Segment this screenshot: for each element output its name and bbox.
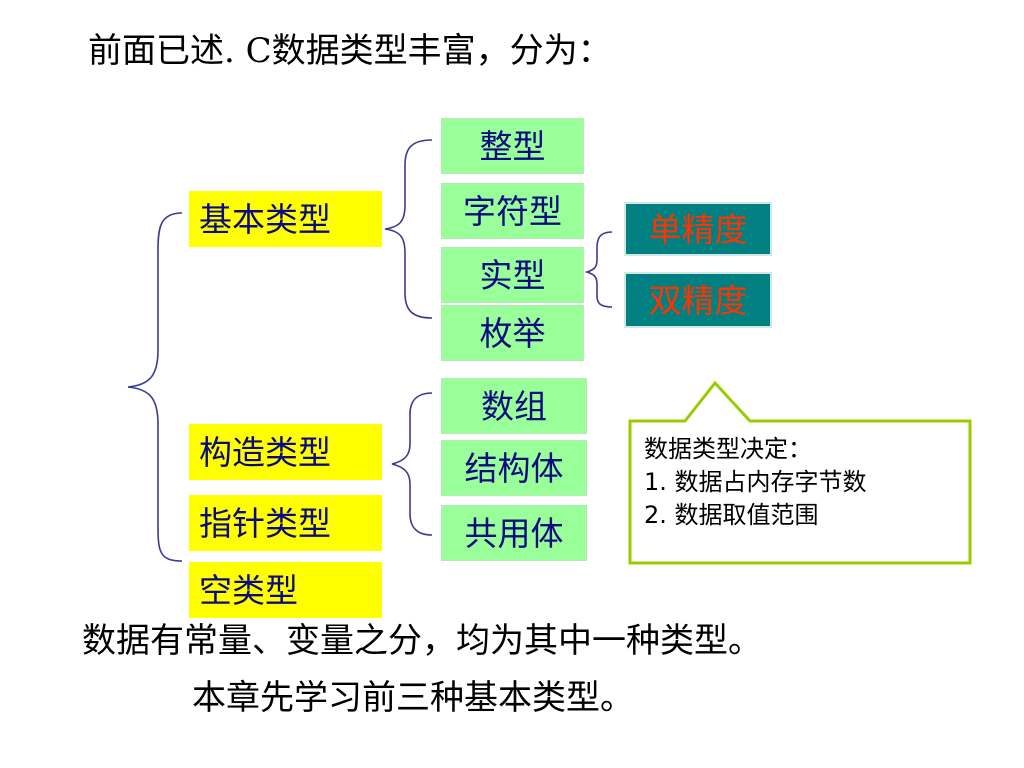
callout-heading: 数据类型决定： xyxy=(644,435,812,463)
brace-basic-types xyxy=(384,139,433,319)
subtype-char: 字符型 xyxy=(441,183,584,239)
callout-line-1: 1. 数据占内存字节数 xyxy=(644,468,867,497)
category-constructed: 构造类型 xyxy=(189,424,382,480)
subtype-enum: 枚举 xyxy=(441,305,584,361)
callout-content: 数据类型决定： 1. 数据占内存字节数 2. 数据取值范围 xyxy=(644,433,867,532)
real-double-label: 双精度 xyxy=(648,280,748,320)
brace-all-types xyxy=(127,212,183,562)
category-void: 空类型 xyxy=(189,562,382,618)
subtype-struct-label: 结构体 xyxy=(464,448,564,488)
real-single-label: 单精度 xyxy=(648,209,748,249)
subtype-real: 实型 xyxy=(441,247,584,303)
subtype-int-label: 整型 xyxy=(479,126,546,166)
subtype-union: 共用体 xyxy=(441,505,587,561)
category-pointer-label: 指针类型 xyxy=(199,503,331,543)
category-void-label: 空类型 xyxy=(199,570,298,610)
note-line-2: 本章先学习前三种基本类型。 xyxy=(192,678,634,718)
subtype-array: 数组 xyxy=(441,378,587,434)
subtype-char-label: 字符型 xyxy=(463,191,562,231)
brace-real-types xyxy=(584,231,613,308)
brace-constructed-types xyxy=(391,392,433,536)
subtype-enum-label: 枚举 xyxy=(479,313,546,353)
note-line-1: 数据有常量、变量之分，均为其中一种类型。 xyxy=(82,621,762,661)
real-single: 单精度 xyxy=(624,202,772,256)
category-basic-label: 基本类型 xyxy=(199,199,331,239)
category-pointer: 指针类型 xyxy=(189,495,382,551)
category-constructed-label: 构造类型 xyxy=(199,432,331,472)
subtype-struct: 结构体 xyxy=(441,440,587,496)
callout-line-2: 2. 数据取值范围 xyxy=(644,501,819,530)
real-double: 双精度 xyxy=(624,272,772,328)
callout-bubble xyxy=(628,380,972,565)
subtype-union-label: 共用体 xyxy=(464,513,564,553)
subtype-array-label: 数组 xyxy=(481,386,547,426)
category-basic: 基本类型 xyxy=(189,191,382,247)
subtype-real-label: 实型 xyxy=(479,255,546,295)
subtype-int: 整型 xyxy=(441,118,584,174)
page-title: 前面已述. C数据类型丰富，分为： xyxy=(88,31,612,71)
